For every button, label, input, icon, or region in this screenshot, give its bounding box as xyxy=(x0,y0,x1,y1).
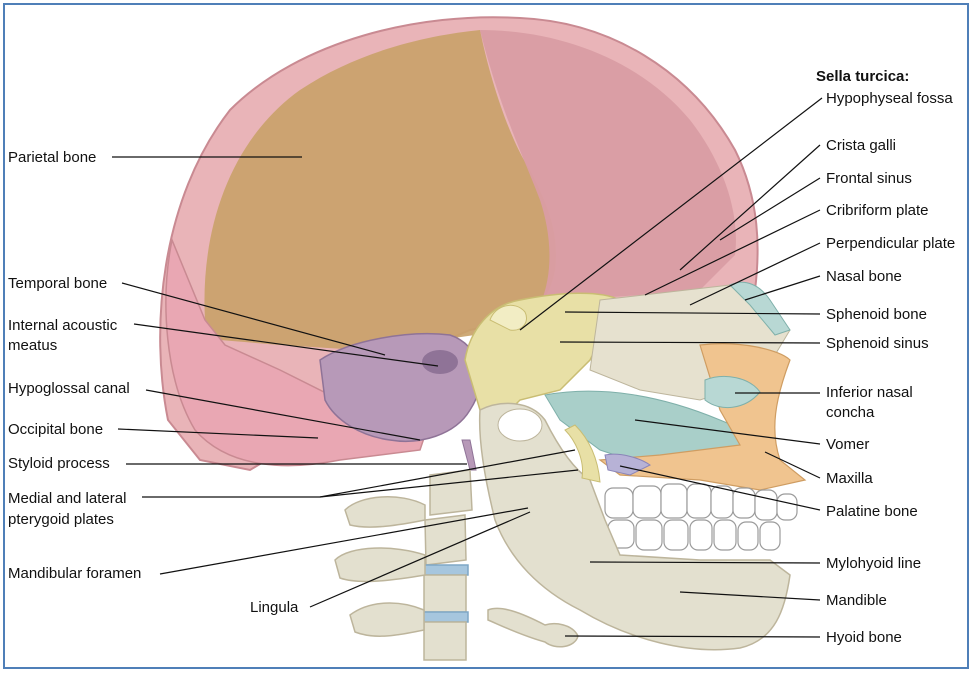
leader-hyoid-bone xyxy=(564,635,821,638)
label-hypophyseal-fossa: Hypophyseal fossa xyxy=(826,90,953,107)
label-mylohyoid-line: Mylohyoid line xyxy=(826,555,921,572)
label-sella-turcica: Sella turcica: xyxy=(816,68,909,85)
label-crista-galli: Crista galli xyxy=(826,137,896,154)
leader-nasal-bone xyxy=(744,275,821,301)
tooth xyxy=(710,485,734,519)
intervertebral-disc xyxy=(423,611,469,623)
spinous-process xyxy=(334,547,426,583)
tooth xyxy=(776,493,798,521)
label-internal-acoustic-meatus-line1: Internal acoustic xyxy=(8,317,118,334)
label-styloid-process: Styloid process xyxy=(8,455,110,472)
skull-illustration xyxy=(159,16,807,661)
leader-mandible xyxy=(679,591,821,601)
leader-occipital-bone xyxy=(117,428,319,439)
leader-crista-galli xyxy=(679,144,821,271)
label-occipital-bone: Occipital bone xyxy=(8,421,103,438)
tooth xyxy=(754,489,778,521)
label-hypoglossal-canal: Hypoglossal canal xyxy=(8,380,130,397)
label-perpendicular-plate: Perpendicular plate xyxy=(826,235,955,252)
hyoid-bone-shape xyxy=(487,607,579,648)
styloid-process-shape xyxy=(461,439,477,471)
leader-mylohyoid-line xyxy=(589,561,821,564)
tooth xyxy=(713,519,737,551)
leader-mandibular-foramen xyxy=(159,507,529,575)
tooth xyxy=(660,483,688,519)
leader-perpendicular-plate xyxy=(689,242,821,306)
label-sphenoid-sinus: Sphenoid sinus xyxy=(826,335,929,352)
tooth xyxy=(635,519,663,551)
tooth xyxy=(663,519,689,551)
label-inferior-nasal-concha-line2: concha xyxy=(826,404,875,421)
cervical-vertebrae xyxy=(334,469,473,661)
vertebra xyxy=(429,469,473,516)
leader-maxilla xyxy=(764,451,821,479)
tooth xyxy=(689,519,713,551)
spinous-process xyxy=(344,496,426,528)
label-inferior-nasal-concha-line1: Inferior nasal xyxy=(826,384,913,401)
label-parietal-bone: Parietal bone xyxy=(8,149,96,166)
frontal-bone-region xyxy=(480,30,736,305)
teeth xyxy=(604,483,798,551)
leader-temporal-bone xyxy=(121,282,386,356)
labels-left: Parietal bone Temporal bone Internal aco… xyxy=(8,149,299,616)
leader-pterygoid-plates-b xyxy=(319,469,579,498)
internal-acoustic-meatus-shape xyxy=(422,350,458,374)
leader-lines xyxy=(112,97,823,638)
leader-vomer xyxy=(634,419,821,445)
label-temporal-bone: Temporal bone xyxy=(8,275,107,292)
label-hyoid-bone: Hyoid bone xyxy=(826,629,902,646)
label-palatine-bone: Palatine bone xyxy=(826,503,918,520)
tooth xyxy=(604,487,634,519)
hypophyseal-fossa-shape xyxy=(489,304,527,331)
label-cribriform-plate: Cribriform plate xyxy=(826,202,929,219)
label-maxilla: Maxilla xyxy=(826,470,873,487)
label-nasal-bone: Nasal bone xyxy=(826,268,902,285)
label-frontal-sinus: Frontal sinus xyxy=(826,170,912,187)
inferior-nasal-concha-shape xyxy=(704,375,761,409)
leader-sphenoid-bone xyxy=(564,311,821,315)
leader-lingula xyxy=(309,511,531,608)
label-sphenoid-bone: Sphenoid bone xyxy=(826,306,927,323)
tooth xyxy=(686,483,712,519)
leader-cribriform-plate xyxy=(644,209,821,296)
parietal-bone-region xyxy=(204,30,556,350)
leader-sphenoid-sinus xyxy=(559,341,821,344)
leader-internal-acoustic-meatus xyxy=(133,323,439,367)
pterygoid-plates-shape xyxy=(564,424,601,483)
leader-hypophyseal-fossa xyxy=(519,97,823,331)
label-mandibular-foramen: Mandibular foramen xyxy=(8,565,141,582)
tooth xyxy=(759,521,781,551)
spinous-process xyxy=(349,602,425,637)
tooth xyxy=(632,485,662,519)
label-lingula: Lingula xyxy=(250,599,299,616)
label-pterygoid-plates-line1: Medial and lateral xyxy=(8,490,126,507)
leader-palatine-bone xyxy=(619,465,821,511)
leader-frontal-sinus xyxy=(719,177,821,241)
label-pterygoid-plates-line2: pterygoid plates xyxy=(8,511,114,528)
label-mandible: Mandible xyxy=(826,592,887,609)
vertebra xyxy=(423,574,467,613)
tooth xyxy=(737,521,759,551)
label-vomer: Vomer xyxy=(826,436,869,453)
tooth xyxy=(732,487,756,519)
labels-right: Sella turcica: Hypophyseal fossa Crista … xyxy=(816,68,955,646)
mandibular-notch-hole xyxy=(497,408,543,442)
label-internal-acoustic-meatus-line2: meatus xyxy=(8,337,57,354)
intervertebral-disc xyxy=(423,564,469,576)
vertebra xyxy=(423,621,467,661)
mandible-region xyxy=(478,402,791,651)
leader-hypoglossal-canal xyxy=(145,389,421,441)
